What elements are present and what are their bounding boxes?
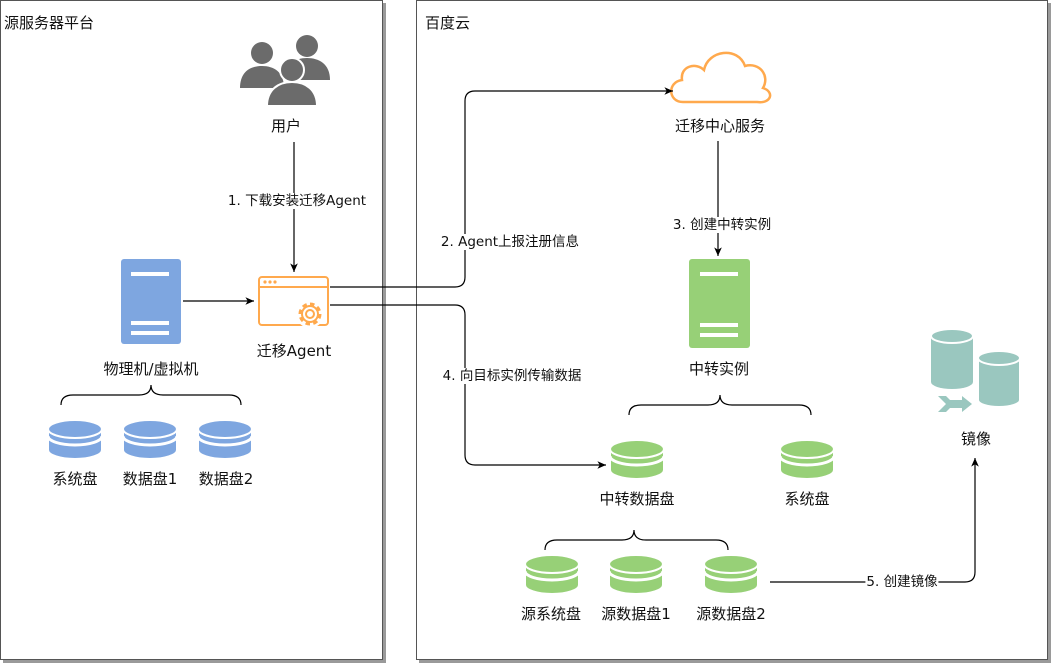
- relay-system-disk-label: 系统盘: [784, 490, 830, 508]
- baidu-cloud-title: 百度云: [425, 14, 471, 32]
- image-label: 镜像: [960, 430, 992, 448]
- edge-step5: [770, 458, 979, 583]
- edge-step4: [330, 304, 606, 469]
- src-system-disk-copy-label: 源系统盘: [520, 605, 582, 623]
- relay-system-disk-icon: [778, 438, 836, 481]
- app-gear-icon: [258, 276, 329, 328]
- step4-label: 4. 向目标实例传输数据: [441, 368, 583, 384]
- source-platform-panel: 源服务器平台: [0, 0, 383, 660]
- src-data-disk2-icon: [196, 418, 254, 461]
- src-copies-brace: [544, 529, 729, 551]
- step5-label: 5. 创建镜像: [865, 574, 939, 590]
- src-data-disk1-icon: [121, 418, 179, 461]
- src-data-disk2-label: 数据盘2: [198, 470, 254, 488]
- src-system-disk-label: 系统盘: [52, 470, 98, 488]
- relay-data-disk-icon: [608, 438, 666, 481]
- step3-label: 3. 创建中转实例: [671, 217, 773, 233]
- physical-vm-label: 物理机/虚拟机: [103, 360, 199, 378]
- src-system-disk-copy-icon: [523, 553, 581, 596]
- step1-label: 1. 下载安装迁移Agent: [226, 193, 368, 209]
- user-label: 用户: [270, 117, 302, 135]
- database-copy-icon: [930, 328, 1021, 412]
- agent-label: 迁移Agent: [256, 342, 332, 360]
- relay-data-disk-label: 中转数据盘: [599, 490, 675, 508]
- users-icon: [240, 35, 330, 107]
- migration-center-label: 迁移中心服务: [674, 117, 766, 135]
- relay-disks-brace: [628, 394, 812, 416]
- src-data-disk1-copy-icon: [607, 553, 665, 596]
- src-data-disk2-copy-label: 源数据盘2: [696, 605, 766, 623]
- physical-server-icon: [121, 259, 181, 344]
- relay-server-icon: [689, 259, 750, 348]
- step2-label: 2. Agent上报注册信息: [439, 234, 581, 250]
- src-disks-brace: [60, 384, 242, 406]
- source-platform-title: 源服务器平台: [4, 14, 95, 32]
- src-data-disk2-copy-icon: [702, 553, 760, 596]
- edge-step2: [330, 87, 673, 288]
- relay-instance-label: 中转实例: [688, 360, 750, 378]
- src-data-disk1-label: 数据盘1: [122, 470, 178, 488]
- src-data-disk1-copy-label: 源数据盘1: [601, 605, 671, 623]
- src-system-disk-icon: [46, 418, 104, 461]
- cloud-icon: [670, 51, 772, 104]
